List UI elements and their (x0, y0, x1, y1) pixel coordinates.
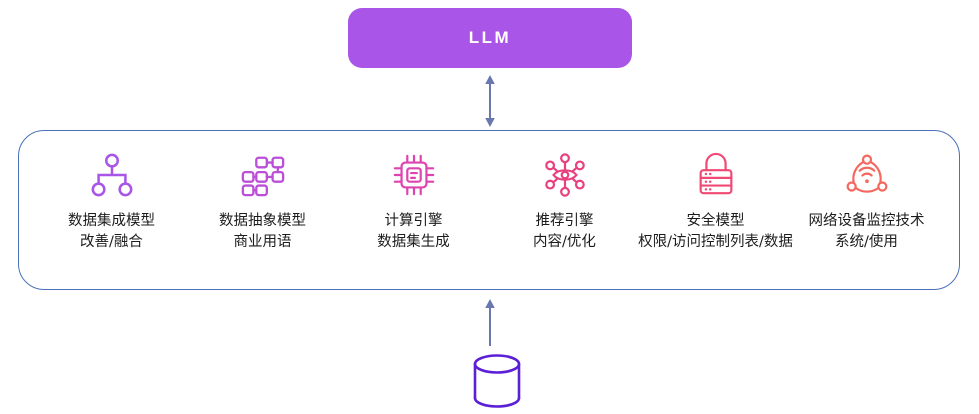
capability-label-line2: 系统/使用 (835, 234, 898, 251)
capability-label: 数据集成模型 改善/融合 (68, 211, 155, 253)
capability-label: 网络设备监控技术 系统/使用 (809, 211, 925, 253)
cpu-chip-icon (393, 154, 434, 196)
network-monitor-wifi-icon (846, 154, 887, 193)
capabilities-panel (18, 130, 960, 290)
capability-item-compute-engine[interactable]: 计算引擎 数据集生成 (338, 152, 489, 253)
capability-label-line2: 权限/访问控制列表/数据 (638, 234, 793, 251)
hierarchy-tree-icon (91, 153, 132, 197)
llm-node-label: LLM (468, 28, 512, 47)
connected-nodes-grid-icon (241, 156, 284, 197)
eye-network-icon (544, 153, 585, 197)
capability-label: 数据抽象模型 商业用语 (219, 211, 306, 253)
capability-label-line2: 数据集生成 (377, 234, 450, 251)
capability-label-line2: 商业用语 (233, 234, 292, 251)
capability-item-data-integration[interactable]: 数据集成模型 改善/融合 (36, 152, 187, 253)
capability-item-data-abstraction[interactable]: 数据抽象模型 商业用语 (187, 152, 338, 253)
capabilities-list: 数据集成模型 改善/融合 (18, 130, 960, 290)
capability-item-security-model[interactable]: 安全模型 权限/访问控制列表/数据 (638, 152, 793, 253)
capability-label-line1: 安全模型 (686, 213, 745, 229)
lock-server-icon (699, 152, 732, 195)
capability-label-line1: 推荐引擎 (535, 213, 594, 229)
capability-label-line1: 数据抽象模型 (219, 213, 306, 229)
capability-item-network-monitoring[interactable]: 网络设备监控技术 系统/使用 (791, 152, 942, 253)
bidirectional-arrow-icon (485, 75, 495, 127)
capability-label-line1: 计算引擎 (384, 213, 443, 229)
capability-label-line2: 内容/优化 (533, 234, 596, 251)
capability-label-line1: 网络设备监控技术 (808, 213, 925, 229)
database-cylinder-icon[interactable] (462, 352, 532, 410)
capability-label: 推荐引擎 内容/优化 (533, 211, 596, 253)
capability-label: 安全模型 权限/访问控制列表/数据 (638, 211, 793, 253)
llm-node[interactable]: LLM (348, 8, 632, 68)
capability-item-recommendation-engine[interactable]: 推荐引擎 内容/优化 (489, 152, 640, 253)
capability-label: 计算引擎 数据集生成 (377, 211, 450, 253)
upward-arrow-icon (485, 299, 495, 346)
capability-label-line1: 数据集成模型 (68, 213, 155, 229)
capability-label-line2: 改善/融合 (80, 234, 143, 251)
